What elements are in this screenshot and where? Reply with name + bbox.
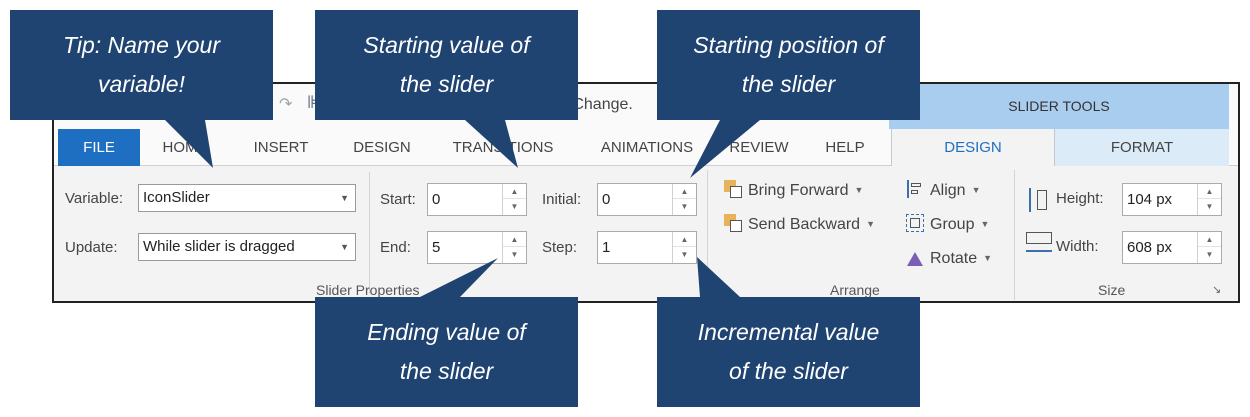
end-value: 5 <box>432 239 441 256</box>
align-button[interactable]: Align▼ <box>906 180 981 200</box>
spinner-buttons: ▲ ▼ <box>502 232 526 263</box>
spin-up-icon[interactable]: ▲ <box>673 184 696 199</box>
spin-up-icon[interactable]: ▲ <box>503 184 526 199</box>
tab-slider-format[interactable]: FORMAT <box>1055 129 1229 166</box>
height-label: Height: <box>1056 190 1104 207</box>
tab-file[interactable]: FILE <box>58 129 140 166</box>
update-label: Update: <box>65 239 118 256</box>
width-label: Width: <box>1056 238 1099 255</box>
spin-down-icon[interactable]: ▼ <box>1205 202 1214 211</box>
divider <box>369 172 370 294</box>
bring-forward-button[interactable]: Bring Forward▼ <box>724 180 863 200</box>
start-label: Start: <box>380 191 416 208</box>
group-label-arrange: Arrange <box>830 282 880 298</box>
spinner-buttons: ▲ ▼ <box>672 184 696 215</box>
ribbon-tabs: FILE HOME INSERT DESIGN TRANSITIONS ANIM… <box>54 129 1238 211</box>
chevron-down-icon[interactable]: ▼ <box>340 193 349 203</box>
variable-input[interactable]: IconSlider ▼ <box>138 184 356 212</box>
step-label: Step: <box>542 239 578 256</box>
tab-insert[interactable]: INSERT <box>253 139 309 156</box>
initial-label: Initial: <box>542 191 582 208</box>
update-select[interactable]: While slider is dragged ▼ <box>138 233 356 261</box>
spin-up-icon[interactable]: ▲ <box>1198 232 1221 247</box>
chevron-down-icon[interactable]: ▼ <box>866 219 875 229</box>
width-value: 608 px <box>1127 239 1173 256</box>
spin-down-icon[interactable]: ▼ <box>680 202 689 211</box>
ribbon-body: Variable: IconSlider ▼ Update: While sli… <box>54 166 1238 301</box>
width-spinner[interactable]: 608 px ▲ ▼ <box>1122 231 1222 264</box>
tab-animations[interactable]: ANIMATIONS <box>600 139 694 156</box>
chevron-down-icon[interactable]: ▼ <box>971 185 981 195</box>
chevron-down-icon[interactable]: ▼ <box>980 219 990 229</box>
spinner-buttons: ▲ ▼ <box>672 232 696 263</box>
app-window: ↷ ⊫ e Change. SLIDER TOOLS FILE HOME INS… <box>52 82 1240 303</box>
variable-value: IconSlider <box>143 189 210 206</box>
tab-help[interactable]: HELP <box>825 139 865 156</box>
group-label-slider-properties: Slider Properties <box>316 282 420 298</box>
variable-label: Variable: <box>65 190 124 207</box>
tab-design[interactable]: DESIGN <box>353 139 411 156</box>
spin-down-icon[interactable]: ▼ <box>510 250 519 259</box>
spin-down-icon[interactable]: ▼ <box>1205 250 1214 259</box>
align-icon <box>906 180 924 198</box>
width-icon <box>1026 232 1052 256</box>
context-tab-group-label: SLIDER TOOLS <box>889 84 1229 129</box>
spin-down-icon[interactable]: ▼ <box>680 250 689 259</box>
height-icon <box>1029 188 1051 212</box>
start-value: 0 <box>432 191 441 208</box>
update-value: While slider is dragged <box>143 238 295 255</box>
send-backward-button[interactable]: Send Backward▼ <box>724 214 875 234</box>
group-button[interactable]: Group▼ <box>906 214 989 234</box>
tab-slider-design[interactable]: DESIGN <box>891 129 1055 167</box>
step-spinner[interactable]: 1 ▲ ▼ <box>597 231 697 264</box>
callout-start: Starting value of the slider <box>315 10 578 120</box>
initial-value: 0 <box>602 191 611 208</box>
height-value: 104 px <box>1127 191 1173 208</box>
height-spinner[interactable]: 104 px ▲ ▼ <box>1122 183 1222 216</box>
send-backward-icon <box>724 214 742 232</box>
step-value: 1 <box>602 239 611 256</box>
spin-down-icon[interactable]: ▼ <box>510 202 519 211</box>
divider <box>707 170 708 300</box>
chevron-down-icon[interactable]: ▼ <box>340 242 349 252</box>
rotate-icon <box>906 248 924 266</box>
bring-forward-icon <box>724 180 742 198</box>
spin-up-icon[interactable]: ▲ <box>503 232 526 247</box>
callout-variable: Tip: Name your variable! <box>10 10 273 120</box>
spinner-buttons: ▲ ▼ <box>502 184 526 215</box>
tab-review[interactable]: REVIEW <box>729 139 789 156</box>
quick-access-redo-icon[interactable]: ↷ <box>279 96 293 113</box>
tab-home[interactable]: HOME <box>162 139 208 156</box>
callout-end: Ending value of the slider <box>315 297 578 407</box>
initial-spinner[interactable]: 0 ▲ ▼ <box>597 183 697 216</box>
spin-up-icon[interactable]: ▲ <box>1198 184 1221 199</box>
divider <box>1014 170 1015 300</box>
tab-transitions[interactable]: TRANSITIONS <box>452 139 554 156</box>
spinner-buttons: ▲ ▼ <box>1197 232 1221 263</box>
end-label: End: <box>380 239 411 256</box>
dialog-launcher-icon[interactable]: ↘ <box>1212 284 1222 296</box>
callout-step: Incremental value of the slider <box>657 297 920 407</box>
group-icon <box>906 214 924 232</box>
end-spinner[interactable]: 5 ▲ ▼ <box>427 231 527 264</box>
start-spinner[interactable]: 0 ▲ ▼ <box>427 183 527 216</box>
group-label-size: Size <box>1098 282 1126 298</box>
chevron-down-icon[interactable]: ▼ <box>854 185 864 195</box>
spinner-buttons: ▲ ▼ <box>1197 184 1221 215</box>
rotate-button[interactable]: Rotate▼ <box>906 248 992 268</box>
callout-initial: Starting position of the slider <box>657 10 920 120</box>
chevron-down-icon[interactable]: ▼ <box>983 253 993 263</box>
spin-up-icon[interactable]: ▲ <box>673 232 696 247</box>
